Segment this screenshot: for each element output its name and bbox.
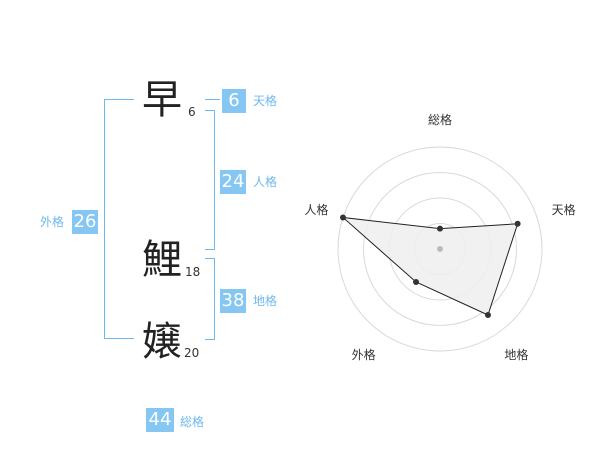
soukaku-value: 44	[146, 408, 174, 432]
jinkaku-label: 人格	[253, 175, 278, 189]
gaikaku-label: 外格	[40, 215, 65, 229]
radar-point-5	[339, 214, 346, 221]
radar-point-1	[437, 225, 443, 232]
name-char-2: 鯉	[142, 237, 182, 283]
stroke-count-3: 20	[184, 346, 200, 360]
chikaku-bracket	[205, 258, 215, 340]
radar-axis-label-3: 地格	[504, 348, 529, 363]
radar-ring	[363, 172, 517, 326]
soukaku-label: 総格	[180, 415, 205, 429]
chikaku-label: 地格	[253, 294, 278, 308]
jinkaku-bracket	[205, 110, 215, 250]
radar-axis-label-4: 外格	[351, 348, 376, 363]
jinkaku-value: 24	[220, 170, 246, 194]
name-char-1: 早	[142, 77, 182, 123]
chikaku-value: 38	[220, 289, 246, 313]
radar-point-3	[484, 312, 491, 319]
tenkaku-label: 天格	[253, 94, 278, 108]
stroke-count-1: 6	[188, 105, 196, 119]
radar-axis-label-1: 総格	[428, 113, 453, 127]
radar-ring	[337, 146, 543, 352]
radar-point-4	[413, 279, 420, 286]
radar-point-2	[514, 220, 521, 227]
radar-series-polygon	[341, 216, 519, 316]
gaikaku-value: 26	[72, 210, 98, 234]
name-char-3: 嬢	[142, 319, 182, 365]
tenkaku-value: 6	[222, 89, 246, 113]
radar-axis-label-2: 天格	[551, 202, 576, 217]
tenkaku-bracket	[205, 99, 220, 100]
gaikaku-bracket	[104, 99, 134, 339]
radar-axis-label-5: 人格	[304, 202, 329, 217]
stroke-count-2: 18	[185, 265, 201, 279]
radar-center-dot	[437, 246, 443, 252]
